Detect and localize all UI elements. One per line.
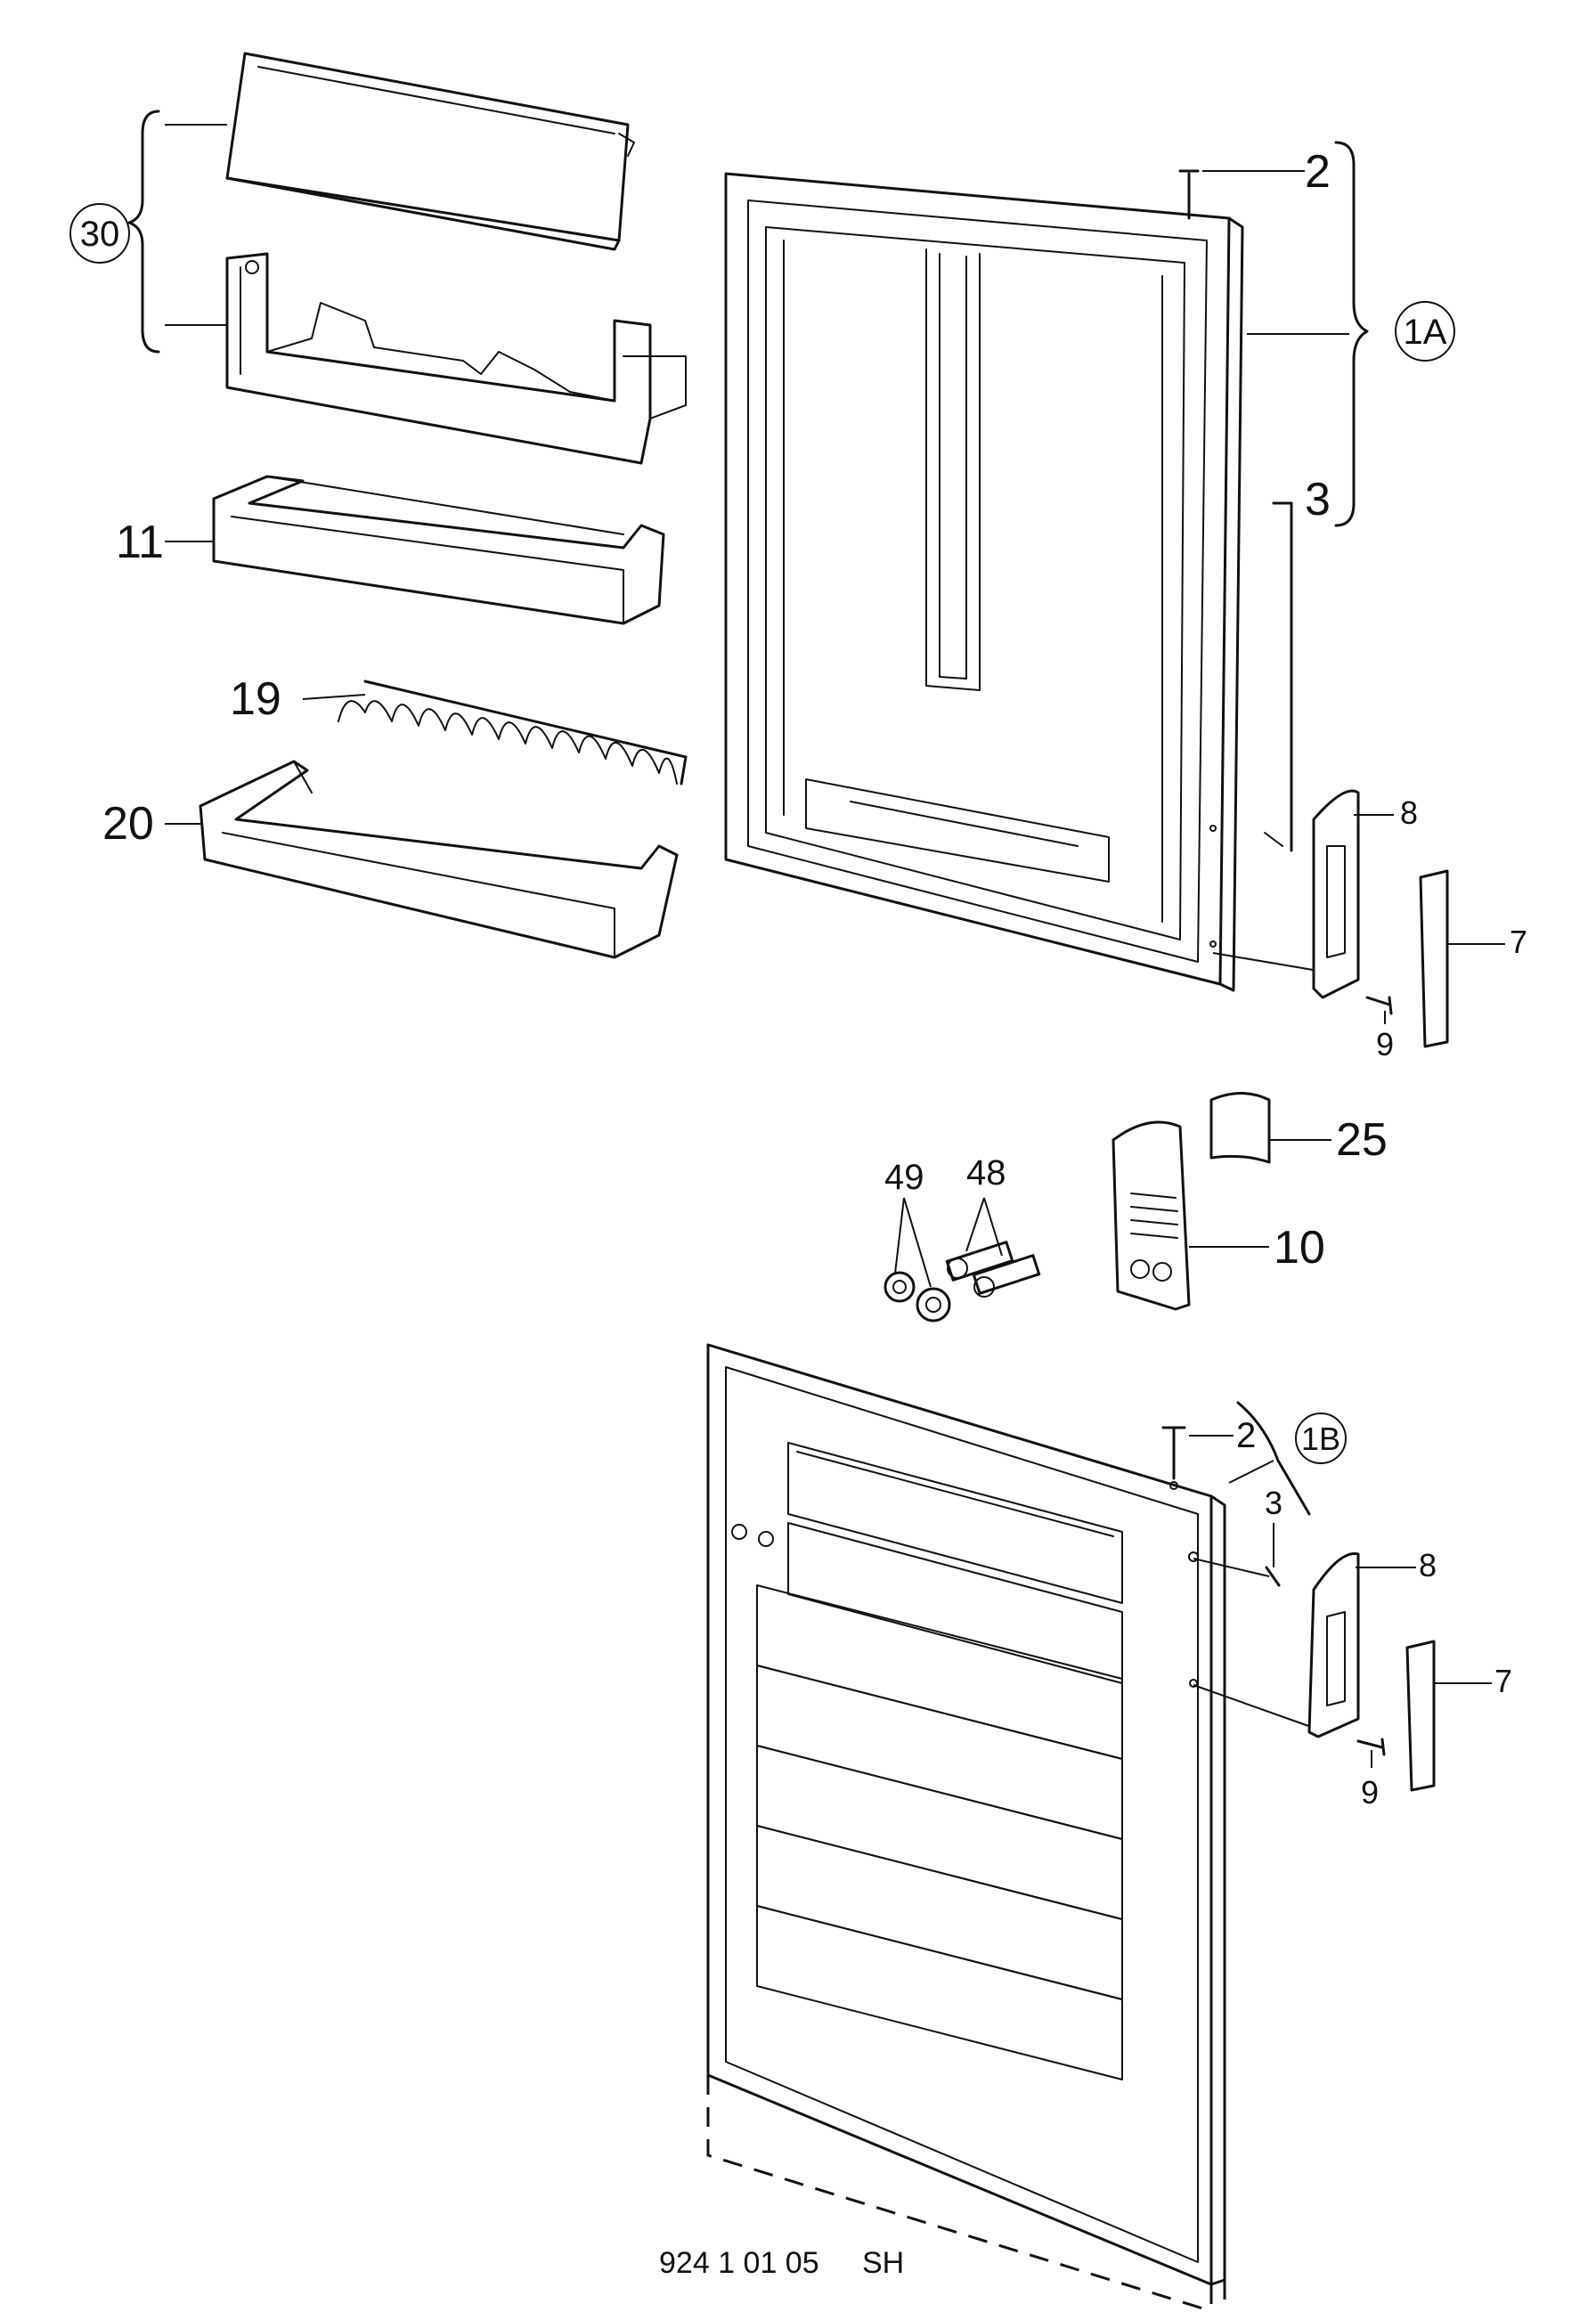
callout-7-top: 7 bbox=[1510, 924, 1527, 960]
bracket-1A bbox=[1334, 141, 1369, 527]
callout-48: 48 bbox=[966, 1153, 1006, 1193]
callout-1A: 1A bbox=[1404, 313, 1447, 352]
drawing-code: 924 1 01 05 bbox=[659, 2246, 819, 2280]
callout-8-bottom: 8 bbox=[1419, 1547, 1437, 1583]
callout-1B: 1B bbox=[1301, 1421, 1340, 1457]
handle-8-bottom-drawing bbox=[1307, 1552, 1360, 1738]
part-19: 19 bbox=[230, 673, 688, 786]
callout-2-bottom: 2 bbox=[1236, 1416, 1256, 1455]
screw-9-top-drawing bbox=[1365, 996, 1393, 1015]
callout-3-bottom: 3 bbox=[1265, 1485, 1282, 1521]
screw-3-top-drawing bbox=[1272, 501, 1293, 852]
part-1B-freezer-door: 2 1B 3 bbox=[706, 1343, 1347, 2312]
callout-9-top: 9 bbox=[1376, 1026, 1394, 1062]
screw-2-bottom-drawing bbox=[1161, 1426, 1186, 1480]
part-20: 20 bbox=[102, 760, 679, 959]
callout-10: 10 bbox=[1274, 1222, 1325, 1274]
screw-2-top-drawing bbox=[1178, 169, 1200, 220]
drawing-code-suffix: SH bbox=[862, 2246, 904, 2280]
callout-7-bottom: 7 bbox=[1494, 1663, 1512, 1699]
callout-circle-1A bbox=[1395, 301, 1455, 362]
handle-bottom-group: 8 7 9 bbox=[1307, 1547, 1512, 1811]
door-base-dashed bbox=[706, 2075, 1226, 2312]
callout-2-top: 2 bbox=[1305, 146, 1331, 198]
shelf-cover-drawing bbox=[225, 52, 635, 251]
trim-7-top-drawing bbox=[1419, 869, 1449, 1048]
callout-30: 30 bbox=[80, 215, 120, 254]
callout-20: 20 bbox=[102, 798, 154, 850]
trim-7-bottom-drawing bbox=[1405, 1640, 1436, 1792]
callout-49: 49 bbox=[884, 1158, 924, 1197]
callout-8-top: 8 bbox=[1400, 794, 1418, 831]
bracket-1B bbox=[1236, 1401, 1311, 1516]
callout-circle-1B bbox=[1295, 1412, 1347, 1464]
bracket-30 bbox=[127, 110, 160, 354]
callout-3-top: 3 bbox=[1305, 474, 1331, 525]
part-25: 25 bbox=[1209, 1092, 1388, 1166]
callout-circle-30 bbox=[69, 203, 130, 264]
part-11: 11 bbox=[116, 475, 665, 625]
screw-3-bottom-drawing bbox=[1265, 1566, 1281, 1587]
callout-9-bottom: 9 bbox=[1361, 1774, 1379, 1811]
handle-8-top-drawing bbox=[1312, 789, 1360, 999]
part-30-assembly: 30 bbox=[69, 52, 687, 465]
callout-19: 19 bbox=[230, 673, 281, 725]
callout-25: 25 bbox=[1336, 1114, 1388, 1166]
part-49: 49 bbox=[884, 1158, 951, 1323]
handle-top-group: 8 7 9 bbox=[1312, 789, 1527, 1062]
part-1A-fridge-door: 2 1A 3 bbox=[724, 141, 1455, 992]
part-10: 10 bbox=[1112, 1120, 1325, 1311]
screw-9-bottom-drawing bbox=[1356, 1738, 1386, 1756]
callout-11: 11 bbox=[116, 517, 164, 568]
part-48: 48 bbox=[945, 1153, 1041, 1298]
shelf-30-drawing bbox=[225, 252, 687, 465]
